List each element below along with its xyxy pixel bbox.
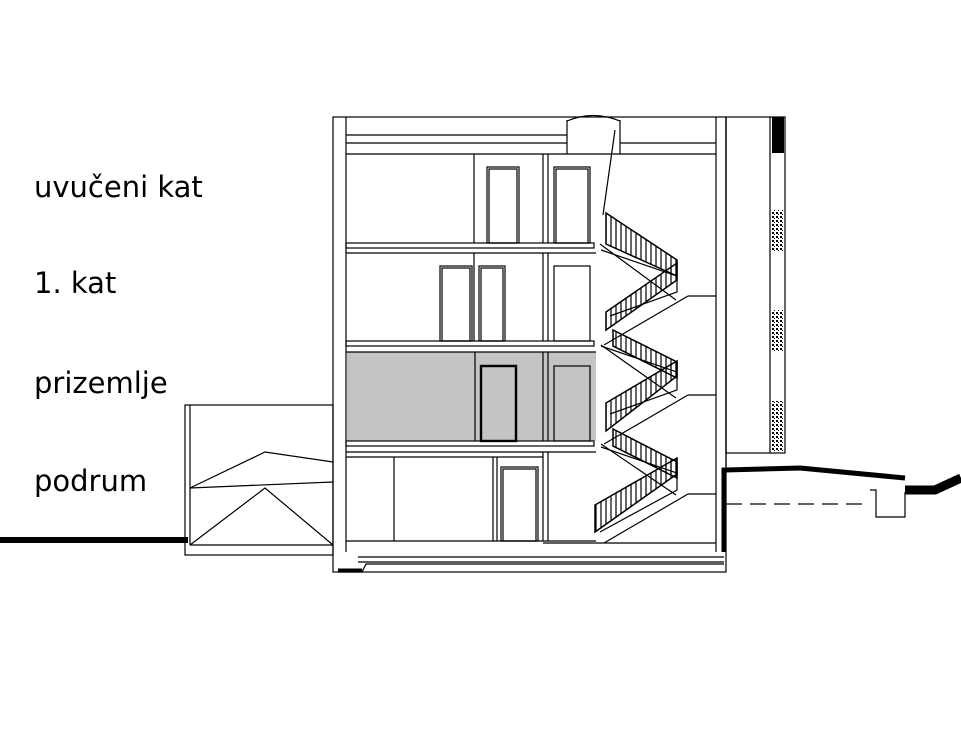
facade-panels (772, 117, 784, 451)
terrain-lines (0, 465, 961, 572)
ground-floor-highlight (347, 352, 596, 441)
label-ground-floor: prizemlje (34, 366, 168, 400)
label-basement: podrum (34, 464, 148, 498)
building-structure (184, 114, 906, 573)
label-attic-floor: uvučeni kat (34, 170, 203, 204)
label-first-floor: 1. kat (34, 266, 117, 300)
stair-railings (594, 211, 678, 534)
